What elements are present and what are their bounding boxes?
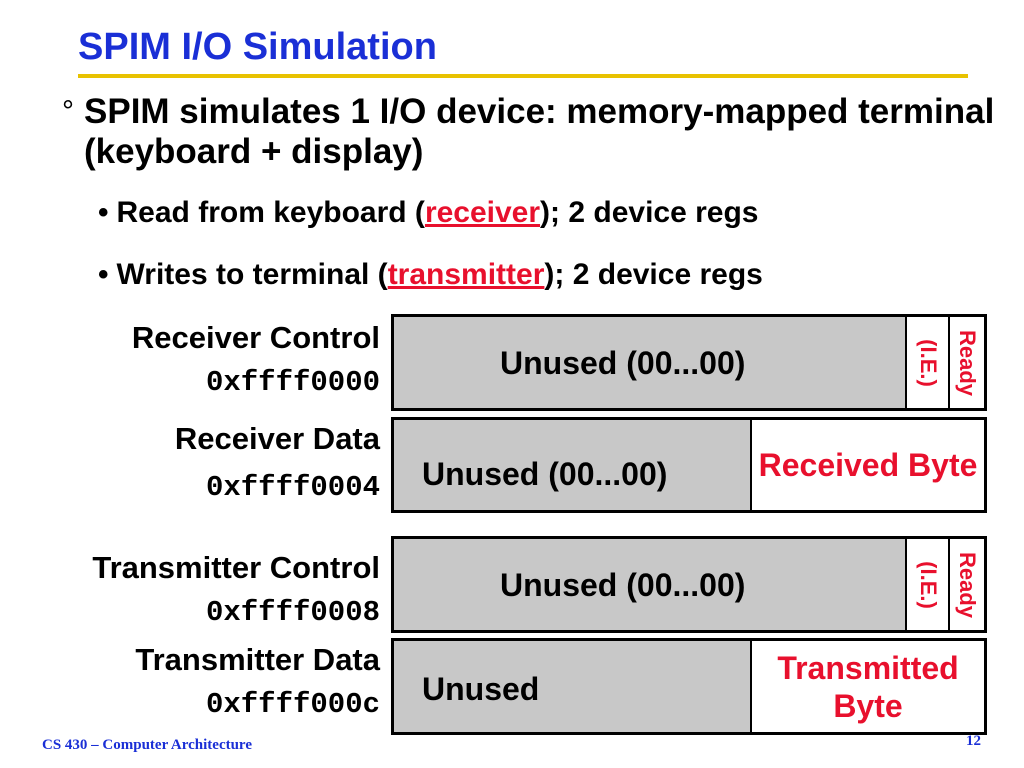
receiver-control-address: 0xffff0000 bbox=[205, 366, 380, 399]
receiver-data-register: Unused (00...00) Received Byte bbox=[391, 417, 987, 513]
ready-label: Ready bbox=[955, 329, 980, 396]
transmitter-control-address: 0xffff0008 bbox=[205, 596, 380, 629]
ie-label: (I.E.) bbox=[915, 560, 941, 609]
bullet-dot-icon: • bbox=[98, 258, 109, 291]
sub-bullet-text-post: ); 2 device regs bbox=[540, 196, 759, 229]
transmitter-control-register: Unused (00...00) (I.E.) Ready bbox=[391, 536, 987, 633]
unused-field: Unused (00...00) bbox=[500, 345, 746, 381]
ready-bit: Ready bbox=[948, 317, 984, 408]
interrupt-enable-bit: (I.E.) bbox=[905, 317, 948, 408]
sub-bullet-text-post: ); 2 device regs bbox=[544, 258, 763, 291]
transmitter-term: transmitter bbox=[387, 258, 545, 291]
receiver-data-label: Receiver Data bbox=[174, 421, 380, 456]
page-number: 12 bbox=[966, 733, 981, 749]
ready-label: Ready bbox=[955, 551, 980, 618]
main-bullet: ° SPIM simulates 1 I/O device: memory-ma… bbox=[62, 92, 1002, 172]
interrupt-enable-bit: (I.E.) bbox=[905, 539, 948, 630]
sub-bullet-text-pre: Read from keyboard ( bbox=[116, 196, 425, 229]
unused-field: Unused (00...00) bbox=[422, 456, 668, 492]
unused-field: Unused (00...00) bbox=[500, 567, 746, 603]
transmitter-data-address: 0xffff000c bbox=[205, 688, 380, 721]
bullet-dot-icon: • bbox=[98, 196, 109, 229]
ready-bit: Ready bbox=[948, 539, 984, 630]
footer-course: CS 430 – Computer Architecture bbox=[42, 737, 252, 753]
transmitter-data-register: Unused Transmitted Byte bbox=[391, 638, 987, 735]
transmitter-control-label: Transmitter Control bbox=[92, 550, 380, 585]
slide-title: SPIM I/O Simulation bbox=[78, 26, 437, 68]
unused-field: Unused bbox=[422, 671, 540, 707]
sub-bullet-transmitter: •Writes to terminal (transmitter); 2 dev… bbox=[98, 258, 763, 292]
ie-label: (I.E.) bbox=[915, 338, 941, 387]
receiver-data-address: 0xffff0004 bbox=[205, 471, 380, 504]
main-bullet-text: SPIM simulates 1 I/O device: memory-mapp… bbox=[84, 92, 995, 171]
sub-bullet-receiver: •Read from keyboard (receiver); 2 device… bbox=[98, 196, 758, 230]
receiver-control-register: Unused (00...00) (I.E.) Ready bbox=[391, 314, 987, 411]
received-byte-field: Received Byte bbox=[750, 420, 984, 510]
transmitter-data-label: Transmitter Data bbox=[135, 642, 380, 677]
title-underline bbox=[78, 74, 968, 78]
transmitted-byte-text: Transmitted Byte bbox=[777, 649, 959, 724]
received-byte-text: Received Byte bbox=[758, 447, 978, 483]
transmitted-byte-field: Transmitted Byte bbox=[750, 641, 984, 732]
receiver-term: receiver bbox=[424, 196, 541, 229]
receiver-control-label: Receiver Control bbox=[131, 320, 380, 355]
sub-bullet-text-pre: Writes to terminal ( bbox=[116, 258, 388, 291]
ring-bullet-icon: ° bbox=[62, 95, 74, 128]
